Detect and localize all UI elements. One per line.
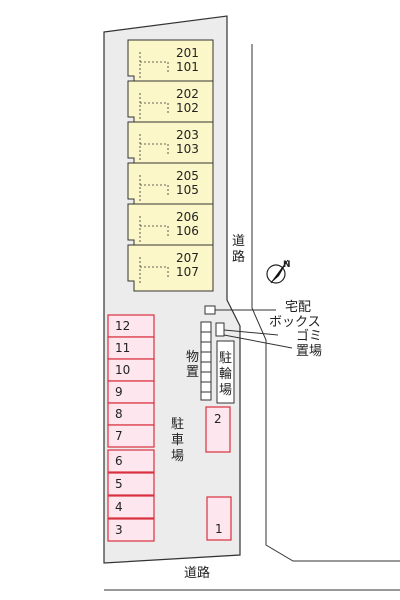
storage-strip: [200, 321, 212, 401]
road-east-edge: [251, 44, 400, 562]
svg-text:9: 9: [115, 385, 123, 399]
building-unit: 201 101: [127, 39, 214, 87]
north-arrow-icon: N: [266, 259, 291, 284]
parking-label-1: 駐: [171, 417, 184, 432]
building-unit: 202 102: [127, 80, 214, 128]
room-upper: 205: [176, 169, 199, 183]
parking-space: 5: [107, 472, 155, 496]
svg-text:2: 2: [214, 412, 222, 426]
parking-space: 10: [107, 358, 155, 382]
bicycle-label-1: 駐: [219, 351, 232, 366]
delivery-box-label-1: 宅配: [285, 300, 311, 315]
room-lower: 103: [176, 142, 199, 156]
bicycle-parking: [216, 340, 235, 404]
parking-space: 2: [205, 406, 231, 453]
room-upper: 207: [176, 251, 199, 265]
compass-letter: N: [283, 260, 291, 270]
garbage-area: [215, 322, 225, 337]
svg-text:7: 7: [115, 429, 123, 443]
road-south-label: 道路: [184, 565, 210, 581]
garbage-leader: [223, 329, 293, 349]
parking-label-2: 車: [171, 433, 184, 448]
parking-space: 9: [107, 380, 155, 404]
parking-label-3: 場: [171, 449, 184, 464]
svg-text:11: 11: [115, 341, 130, 355]
room-upper: 202: [176, 87, 199, 101]
garbage-label-2: 置場: [296, 344, 322, 359]
building-unit: 206 106: [127, 203, 214, 251]
parking-space: 11: [107, 336, 155, 360]
svg-text:8: 8: [115, 407, 123, 421]
room-lower: 106: [176, 224, 199, 238]
svg-text:6: 6: [115, 454, 123, 468]
parking-space: 4: [107, 495, 155, 519]
parking-column-left: 12 11 10 9 8 7 6 5 4 3: [107, 314, 155, 542]
building-group: 201 101 202 102 203 103 205 105 206 106: [127, 39, 214, 292]
road-east-label-2: 路: [232, 249, 245, 265]
room-upper: 203: [176, 128, 199, 142]
room-lower: 107: [176, 265, 199, 279]
delivery-box-label-2: ボックス: [269, 315, 321, 330]
parking-space: 8: [107, 402, 155, 426]
parking-space: 6: [107, 449, 155, 473]
svg-text:10: 10: [115, 363, 130, 377]
room-upper: 201: [176, 46, 199, 60]
svg-text:1: 1: [215, 522, 223, 536]
parking-space: 1: [206, 496, 232, 541]
road-east-label-1: 道: [232, 234, 245, 249]
bicycle-label-3: 場: [219, 383, 232, 398]
svg-text:12: 12: [115, 319, 130, 333]
room-lower: 105: [176, 183, 199, 197]
room-upper: 206: [176, 210, 199, 224]
svg-text:5: 5: [115, 477, 123, 491]
building-unit: 203 103: [127, 121, 214, 169]
storage-label-2: 置: [186, 365, 199, 380]
parking-space: 3: [107, 518, 155, 542]
room-lower: 101: [176, 60, 199, 74]
bicycle-label-2: 輪: [219, 366, 232, 382]
storage-label-1: 物: [186, 350, 199, 365]
svg-text:3: 3: [115, 523, 123, 537]
room-lower: 102: [176, 101, 199, 115]
delivery-box: [204, 305, 216, 315]
building-unit: 207 107: [127, 244, 214, 292]
garbage-label-1: ゴミ: [296, 328, 322, 344]
svg-text:4: 4: [115, 500, 123, 514]
parking-space: 7: [107, 424, 155, 448]
parking-space: 12: [107, 314, 155, 338]
building-unit: 205 105: [127, 162, 214, 210]
